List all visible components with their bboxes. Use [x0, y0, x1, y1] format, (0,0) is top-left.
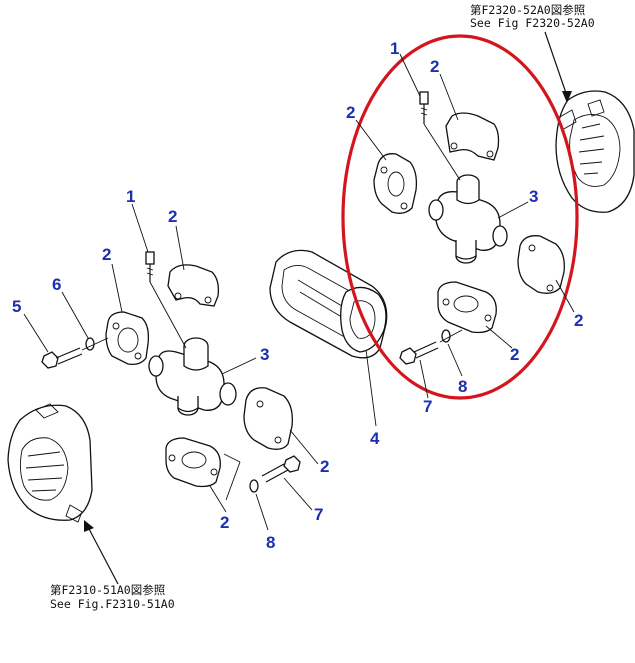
- callout-1-right: 1: [390, 39, 399, 58]
- bearing-cap-right-lower: [437, 281, 497, 334]
- bolt-part-1-left: [145, 251, 155, 282]
- ref-bottom-jp: 第F2310-51A0図参照: [50, 583, 165, 597]
- ref-bottom-leader: [84, 520, 119, 585]
- bolt-part-7-right: [399, 341, 439, 365]
- callout-2-left-right: 2: [320, 457, 329, 476]
- highlight-ellipse: [341, 34, 579, 400]
- callout-3-left: 3: [260, 345, 269, 364]
- washer-part-8-right: [441, 329, 451, 343]
- bearing-cap-left-lower: [165, 437, 221, 488]
- callout-2-left-side: 2: [102, 245, 111, 264]
- callout-7-right: 7: [423, 397, 432, 416]
- ref-top-leader: [544, 31, 572, 103]
- callout-3-right: 3: [529, 187, 538, 206]
- left-ujoint-cross-part: [148, 337, 237, 416]
- ref-top-jp: 第F2320-52A0図参照: [470, 3, 585, 17]
- washer-part-8-left: [249, 479, 259, 493]
- ref-top-en: See Fig F2320-52A0: [470, 16, 595, 30]
- bolt-part-1-right: [419, 91, 429, 124]
- drive-shaft-tube-part: [269, 249, 388, 359]
- bearing-cap-right-top: [445, 112, 500, 161]
- ref-bottom-en: See Fig.F2310-51A0: [50, 597, 175, 611]
- bearing-cap-left-side: [105, 311, 150, 366]
- bolt-part-5: [41, 347, 83, 369]
- right-ujoint-cross-part: [428, 174, 508, 264]
- assembly-guides: [81, 123, 463, 501]
- callout-8-left: 8: [266, 533, 275, 552]
- callout-7-left: 7: [314, 505, 323, 524]
- callout-1-left: 1: [126, 187, 135, 206]
- bolt-part-7-left: [261, 455, 301, 483]
- callout-leaders: [23, 53, 575, 531]
- callout-2-right-lower: 2: [510, 345, 519, 364]
- input-flange-part: [7, 403, 93, 523]
- callout-4: 4: [370, 429, 380, 448]
- washer-part-6: [85, 337, 95, 351]
- callout-2-right-side: 2: [574, 311, 583, 330]
- bearing-cap-right-left: [373, 153, 418, 214]
- bearing-cap-right-side: [517, 235, 565, 294]
- bearing-cap-top-left: [167, 264, 220, 307]
- callout-2-right-left: 2: [346, 103, 355, 122]
- bearing-cap-left-right: [243, 387, 293, 450]
- callout-8-right: 8: [458, 377, 467, 396]
- callout-5: 5: [12, 297, 21, 316]
- callout-2-top: 2: [430, 57, 439, 76]
- callout-2-left-top: 2: [168, 207, 177, 226]
- callout-6: 6: [52, 275, 61, 294]
- callout-numbers: 1 2 2 3 2 2 8 7 1 2 2 6 5 3 4 2 2 7 8: [12, 39, 583, 552]
- callout-2-left-lower: 2: [220, 513, 229, 532]
